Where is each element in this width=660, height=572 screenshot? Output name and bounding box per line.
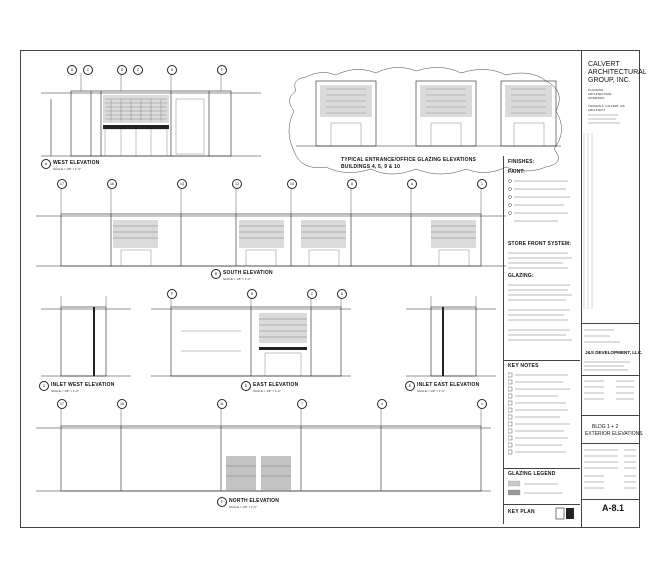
grid-bubble: 15 xyxy=(117,399,127,409)
view-scale-inlet-west: SCALE = 1/8" = 1'-0" xyxy=(51,389,79,393)
view-tag-bubble: E xyxy=(405,381,415,391)
key-plan-heading: KEY PLAN xyxy=(508,509,535,515)
sheet-title-line2: EXTERIOR ELEVATIONS xyxy=(585,431,643,437)
key-notes-heading: KEY NOTES xyxy=(508,363,539,369)
project-info-lines xyxy=(584,329,620,343)
west-elevation-drawing xyxy=(41,73,261,157)
firm-service: INTERIORS xyxy=(588,96,605,100)
drawing-schedule xyxy=(584,449,636,489)
typical-glazing-drawing xyxy=(288,67,562,175)
view-scale-east: SCALE = 1/8" = 1'-0" xyxy=(253,389,281,393)
glazing-heading: GLAZING: xyxy=(508,273,534,279)
paint-heading: PAINT: xyxy=(508,169,525,175)
firm-name-line1: CALVERT xyxy=(588,61,620,68)
title-block-divider xyxy=(582,375,639,376)
grid-bubble: 14 xyxy=(177,179,187,189)
title-block-divider xyxy=(582,443,639,444)
view-scale-south: SCALE = 1/8" = 1'-0" xyxy=(223,277,251,281)
view-tag-bubble: B xyxy=(211,269,221,279)
inlet-east-drawing xyxy=(406,296,496,377)
seal-area xyxy=(583,133,593,309)
key-notes-list xyxy=(508,372,570,455)
view-title-inlet-east: INLET EAST ELEVATION xyxy=(417,382,480,388)
north-elevation-drawing xyxy=(36,404,491,492)
firm-address-lines xyxy=(588,114,620,124)
grid-bubble: C xyxy=(307,289,317,299)
title-block-divider xyxy=(582,415,639,416)
client-name: J&S DEVELOPMENT, LLC. xyxy=(585,350,643,355)
sheet-title-line1: BLDG 1 + 2 xyxy=(592,424,619,430)
glazing-notes-lines xyxy=(508,284,572,341)
view-scale-north: SCALE = 1/8" = 1'-0" xyxy=(229,505,257,509)
inlet-west-drawing xyxy=(41,296,131,377)
title-block: CALVERT ARCHITECTURAL GROUP, INC. PLANNI… xyxy=(582,51,647,527)
view-tag-bubble: A xyxy=(41,159,51,169)
firm-principal: THOMAS A. CALVERT, AIA xyxy=(588,104,625,108)
grid-bubble: 17 xyxy=(57,399,67,409)
grid-bubble: F xyxy=(167,289,177,299)
grid-bubble: 1 xyxy=(477,179,487,189)
notes-column: FINISHES: PAINT: STORE FRONT SYSTEM: GLA… xyxy=(503,156,580,524)
grid-bubble: D xyxy=(117,65,127,75)
client-address-lines xyxy=(584,361,630,371)
firm-name-line3: GROUP, INC. xyxy=(588,77,631,84)
paint-notes-lines xyxy=(508,179,570,222)
grid-bubble: C xyxy=(83,65,93,75)
grid-bubble: 16 xyxy=(107,179,117,189)
grid-bubble: 4 xyxy=(377,399,387,409)
view-title-south: SOUTH ELEVATION xyxy=(223,270,273,276)
grid-bubble: D xyxy=(247,289,257,299)
view-scale-inlet-east: SCALE = 1/8" = 1'-0" xyxy=(417,389,445,393)
grid-bubble: 8 xyxy=(347,179,357,189)
view-tag-bubble: C xyxy=(39,381,49,391)
south-elevation-drawing xyxy=(36,188,506,267)
view-title-typical: TYPICAL ENTRANCE/OFFICE GLAZING ELEVATIO… xyxy=(341,157,477,163)
east-elevation-drawing xyxy=(151,296,351,377)
view-title-west: WEST ELEVATION xyxy=(53,160,100,166)
glazing-legend-heading: GLAZING LEGEND xyxy=(508,471,556,477)
grid-bubble: A xyxy=(337,289,347,299)
view-title-north: NORTH ELEVATION xyxy=(229,498,280,504)
storefront-heading: STORE FRONT SYSTEM: xyxy=(508,241,572,247)
view-tag-bubble: F xyxy=(217,497,227,507)
view-scale-west: SCALE = 1/8" = 1'-0" xyxy=(53,167,81,171)
sheet-number: A-8.1 xyxy=(602,503,625,513)
grid-bubble: 1 xyxy=(477,399,487,409)
grid-bubble: 11 xyxy=(217,399,227,409)
grid-bubble: C xyxy=(133,65,143,75)
firm-name-line2: ARCHITECTURAL xyxy=(588,69,647,76)
firm-service: PLANNING xyxy=(588,88,604,92)
glazing-legend-swatches xyxy=(508,480,563,496)
key-plan-drawing xyxy=(555,507,574,520)
finishes-heading: FINISHES: xyxy=(508,159,535,165)
drawing-area: A C D C D F A WEST ELEVATION SCALE = 1/8… xyxy=(21,51,582,527)
drawing-sheet: A C D C D F A WEST ELEVATION SCALE = 1/8… xyxy=(20,50,647,528)
grid-bubble: 7 xyxy=(297,399,307,409)
firm-principal-title: ARCHITECT xyxy=(588,108,606,112)
title-block-divider xyxy=(582,499,639,500)
grid-bubble: D xyxy=(167,65,177,75)
grid-bubble: 17 xyxy=(57,179,67,189)
view-title-inlet-west: INLET WEST ELEVATION xyxy=(51,382,115,388)
grid-bubble: 4 xyxy=(407,179,417,189)
grid-bubble: A xyxy=(67,65,77,75)
grid-bubble: F xyxy=(217,65,227,75)
grid-bubble: 12 xyxy=(232,179,242,189)
grid-bubble: 10 xyxy=(287,179,297,189)
view-title-east: EAST ELEVATION xyxy=(253,382,299,388)
view-subtitle-typical: BUILDINGS 4, 5, 9 & 10 xyxy=(341,164,401,170)
view-tag-bubble: D xyxy=(241,381,251,391)
revision-table xyxy=(584,380,634,400)
firm-service: ARCHITECTURE xyxy=(588,92,612,96)
title-block-divider xyxy=(582,323,639,324)
storefront-notes-lines xyxy=(508,252,572,269)
